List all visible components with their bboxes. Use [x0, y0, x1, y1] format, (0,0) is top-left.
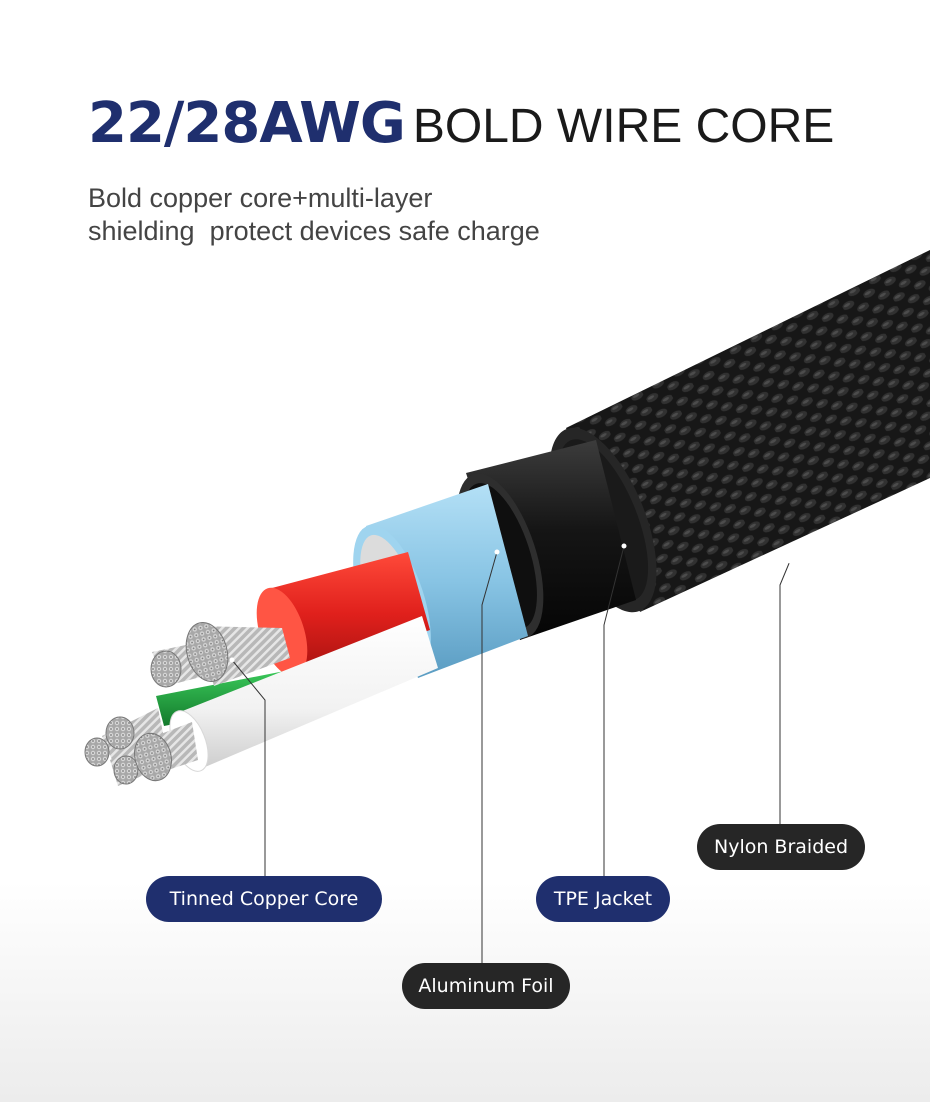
leader-line-foil [481, 551, 498, 964]
leader-line-jacket [603, 545, 625, 876]
leader-lines [229, 543, 793, 964]
subtitle: Bold copper core+multi-layer shielding p… [88, 182, 540, 248]
leader-dot-jacket [621, 543, 627, 549]
callout-aluminum-foil: Aluminum Foil [402, 963, 570, 1009]
callout-tinned-copper-core: Tinned Copper Core [146, 876, 382, 922]
tinned-copper-strands-lower [84, 708, 198, 786]
subtitle-line-1: Bold copper core+multi-layer [88, 183, 433, 213]
headline-rest: BOLD WIRE CORE [412, 100, 835, 153]
leader-line-copper [231, 659, 266, 876]
tinned-copper-strands-upper [150, 622, 290, 688]
callout-nylon-braided: Nylon Braided [697, 824, 865, 870]
leader-dot-braid [787, 558, 793, 564]
headline-accent: 22/28AWG [88, 91, 406, 156]
callout-tpe-jacket: TPE Jacket [536, 876, 670, 922]
subtitle-line-2: shielding protect devices safe charge [88, 216, 540, 246]
leader-dot-copper [229, 657, 235, 663]
leader-line-braid [779, 560, 791, 824]
leader-dot-foil [494, 549, 500, 555]
